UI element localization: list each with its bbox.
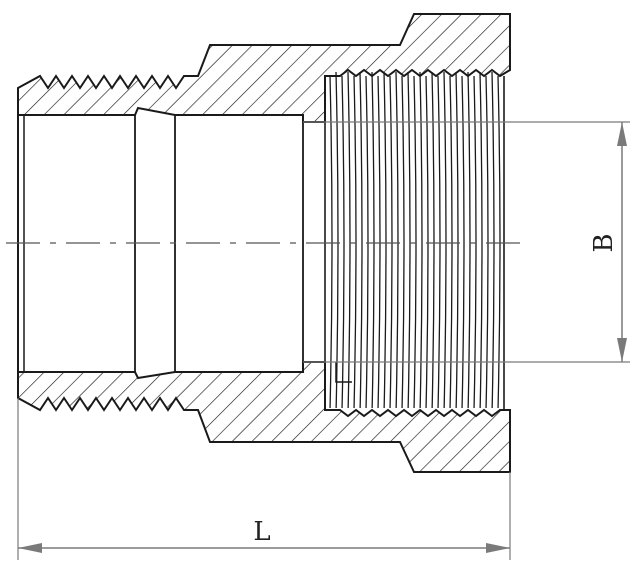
thread-runout [335,362,352,383]
lower-wall-section [17,361,511,473]
dim-b-arrow-bottom [617,338,627,362]
dim-l-arrow-right [486,543,510,553]
dim-b-label: B [589,233,619,252]
female-thread-lines [329,71,501,408]
dim-l-arrow-left [18,543,42,553]
dim-b-arrow-top [617,122,627,146]
dim-l-label: L [253,517,270,547]
upper-wall-section [17,13,511,123]
